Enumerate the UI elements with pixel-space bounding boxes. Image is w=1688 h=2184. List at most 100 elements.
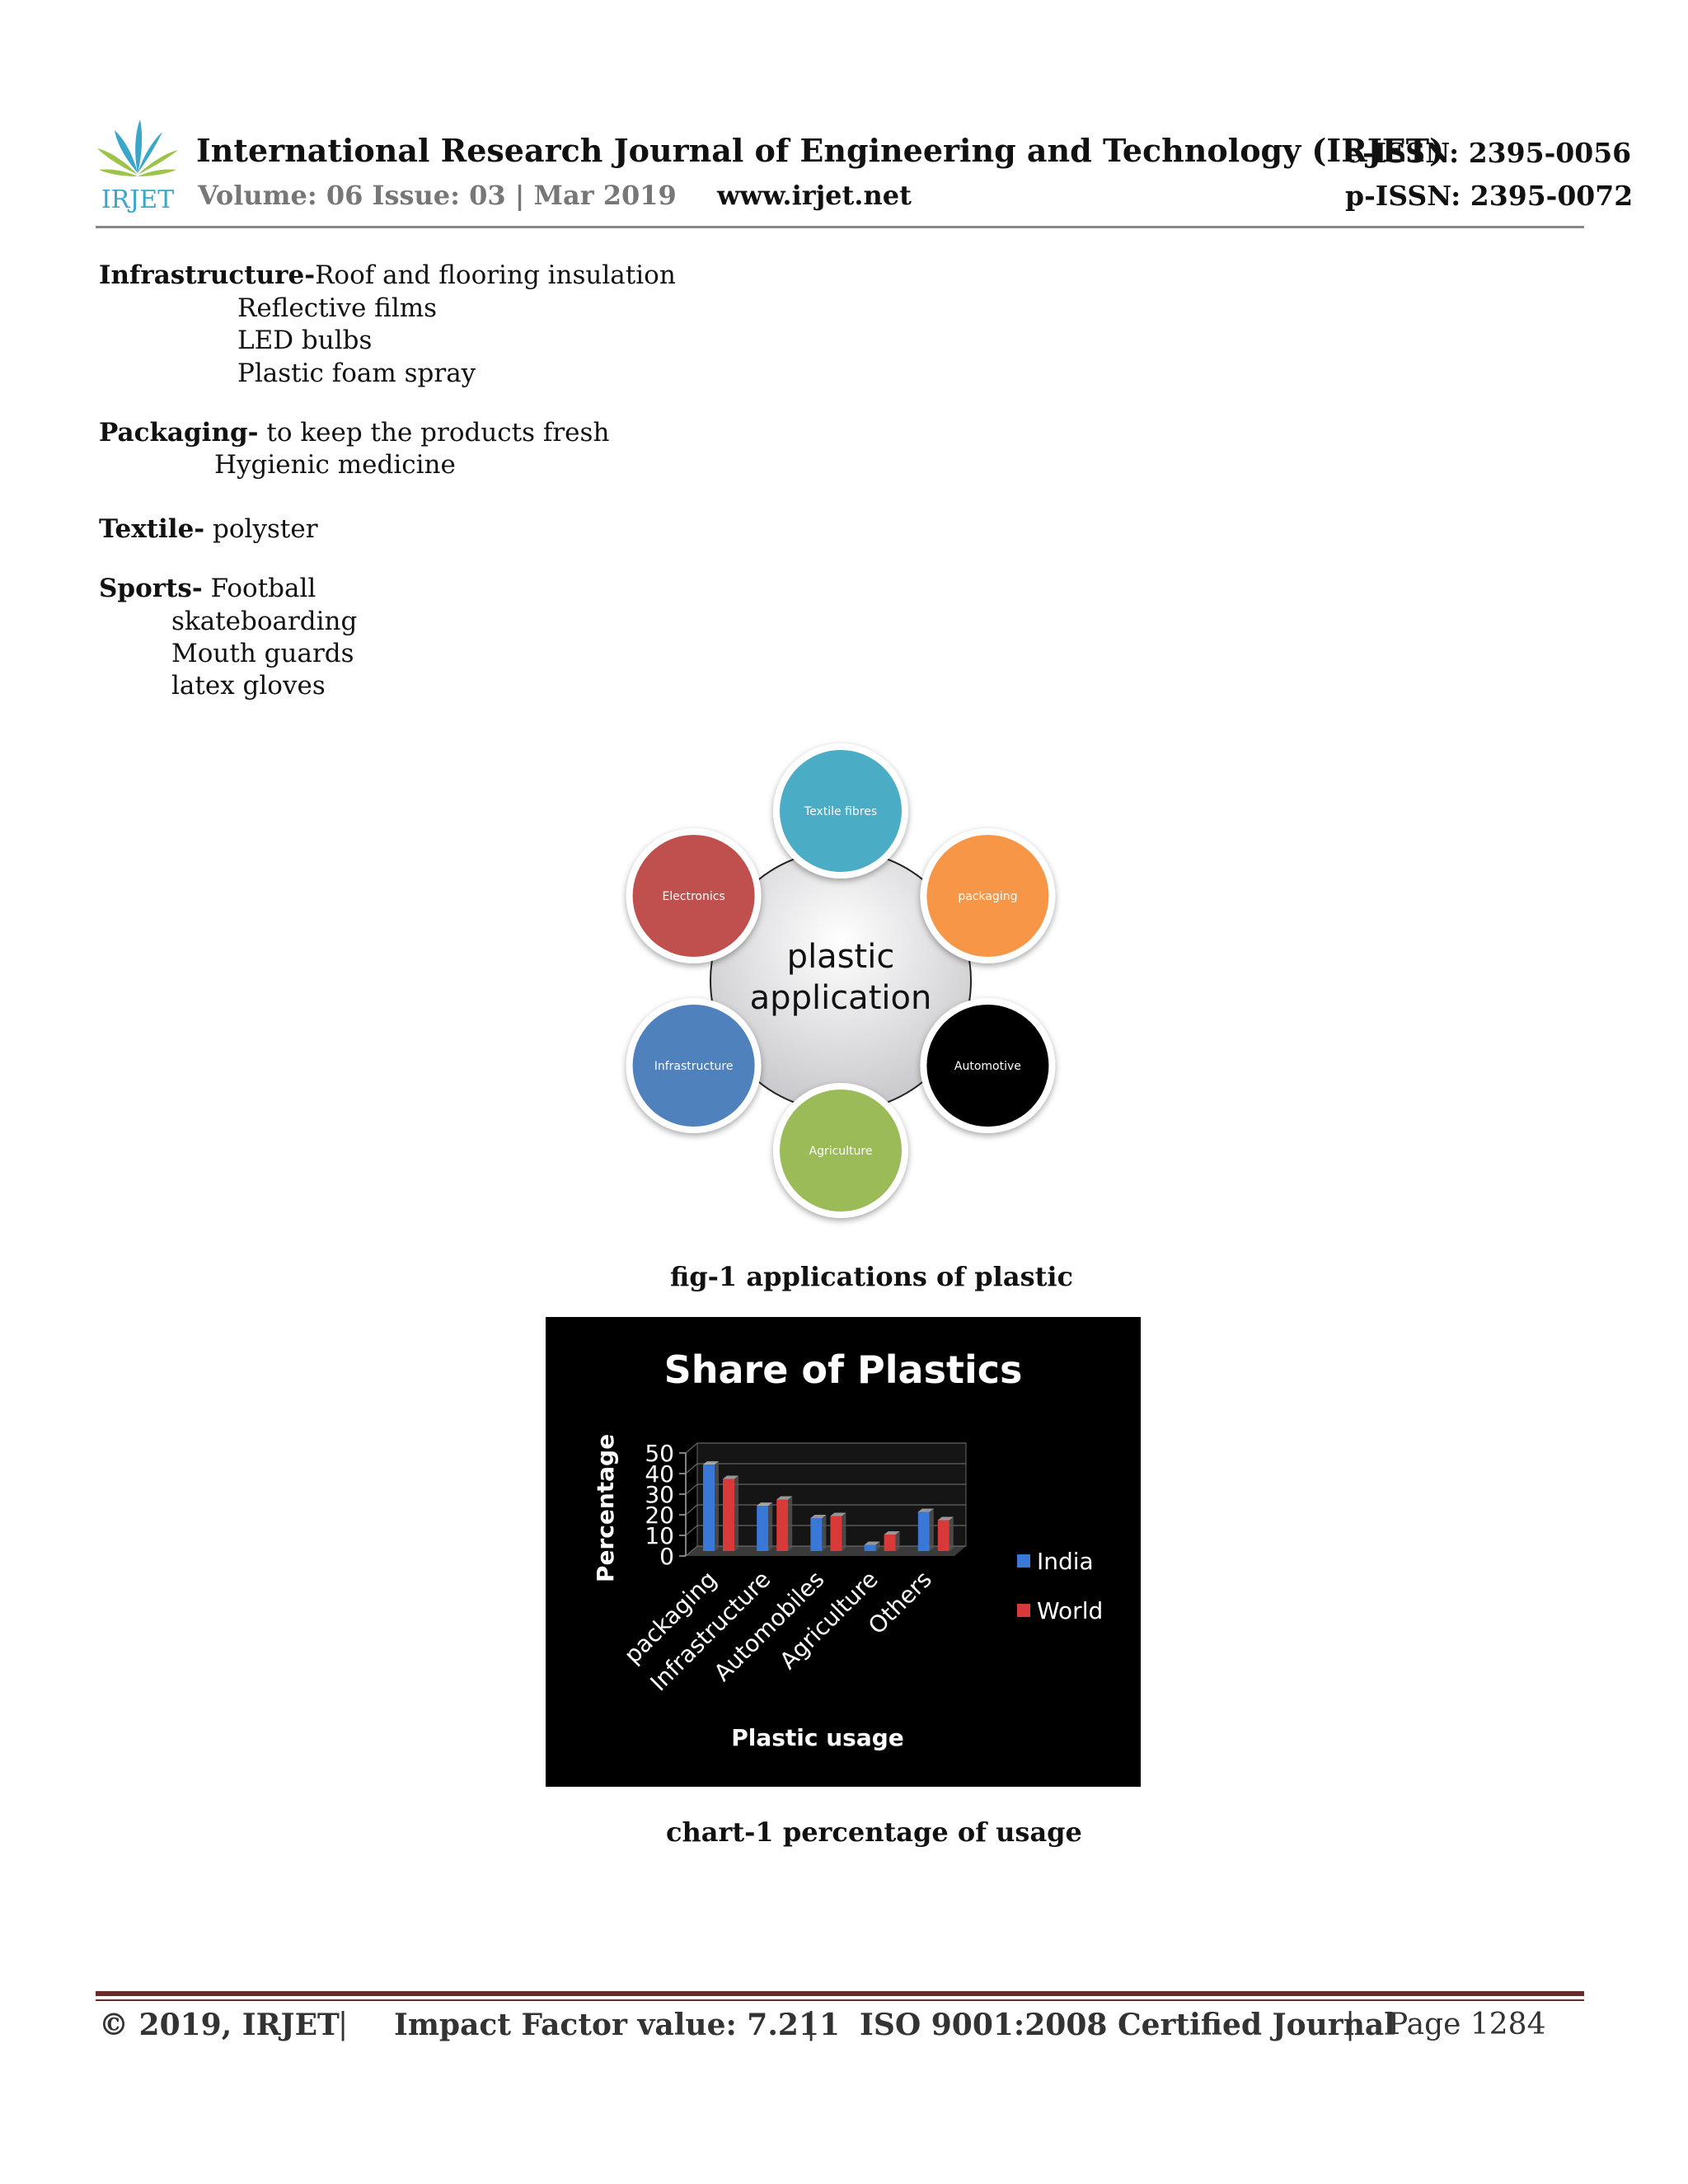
textile-line: Textile- polyster	[99, 514, 318, 544]
bar-front	[884, 1535, 896, 1551]
diagram-node-label: Agriculture	[809, 1145, 873, 1158]
infrastructure-item: Reflective films	[237, 293, 438, 323]
bar-side	[768, 1502, 773, 1551]
legend-label-india: India	[1037, 1548, 1094, 1575]
bar-side	[895, 1531, 900, 1551]
diagram-node-circle	[632, 835, 755, 957]
bar-front	[864, 1544, 876, 1551]
bar-top	[810, 1515, 827, 1518]
bar-world	[937, 1516, 954, 1551]
diagram-node-circle	[632, 1005, 755, 1127]
grid-line-depth	[685, 1545, 698, 1557]
journal-website-link[interactable]: www.irjet.net	[717, 180, 912, 211]
bar-top	[864, 1541, 880, 1545]
bar-top	[917, 1508, 934, 1512]
grid-line-depth	[685, 1442, 698, 1454]
x-axis-label: Plastic usage	[731, 1724, 904, 1751]
plastic-application-diagram: plastic application Textile fibres packag…	[626, 743, 1056, 1218]
bar-side	[788, 1496, 793, 1551]
volume-issue: Volume: 06 Issue: 03 | Mar 2019	[198, 180, 677, 211]
footer-separator: |	[338, 2008, 349, 2041]
infrastructure-label: Infrastructure-	[99, 260, 316, 290]
diagram-node: Agriculture	[773, 1083, 908, 1218]
bar-world	[884, 1531, 900, 1551]
diagram-node-circle	[926, 835, 1049, 957]
bar-side	[949, 1516, 954, 1551]
logo-text: IRJET	[101, 185, 174, 213]
grid-line-depth	[685, 1463, 698, 1474]
infrastructure-item: Plastic foam spray	[237, 359, 476, 388]
grid-line-depth	[685, 1525, 698, 1536]
bar-top	[937, 1516, 954, 1521]
packaging-item: Hygienic medicine	[214, 450, 456, 480]
diagram-node-label: packaging	[958, 890, 1017, 903]
footer-divider-thin	[96, 1999, 1584, 2001]
infrastructure-item: LED bulbs	[237, 326, 373, 355]
diagram-node-label: Electronics	[662, 890, 724, 903]
bar-india	[864, 1541, 880, 1551]
packaging-line: Packaging- to keep the products fresh	[99, 418, 609, 448]
y-axis-label: Percentage	[592, 1434, 619, 1582]
textile-label: Textile-	[99, 514, 205, 544]
bar-world	[830, 1512, 846, 1551]
sports-first: Football	[202, 574, 316, 603]
diagram-node: Infrastructure	[626, 998, 762, 1133]
y-tick-label: 30	[645, 1481, 674, 1508]
infrastructure-first: Roof and flooring insulation	[315, 260, 676, 290]
sports-item: skateboarding	[171, 607, 358, 636]
p-issn: p-ISSN: 2395-0072	[1345, 180, 1634, 212]
y-tick-label: 20	[645, 1502, 674, 1529]
diagram-center-label: plastic	[787, 938, 895, 976]
bar-world	[723, 1475, 738, 1551]
legend-label-world: World	[1037, 1597, 1103, 1624]
diagram-node: packaging	[920, 828, 1056, 963]
bar-world	[776, 1496, 793, 1551]
legend-swatch-india	[1017, 1554, 1030, 1568]
footer-impact-factor: Impact Factor value: 7.211	[394, 2008, 841, 2042]
grid-line-depth	[685, 1504, 698, 1516]
chart-canvas: Share of Plastics Percentage Plastic usa…	[592, 1347, 1103, 1751]
grid-line-depth	[685, 1483, 698, 1495]
diagram-center-label: application	[750, 979, 932, 1017]
sports-item: latex gloves	[171, 671, 326, 701]
bar-top	[757, 1502, 773, 1506]
bar-top	[723, 1475, 738, 1479]
bar-side	[875, 1541, 880, 1551]
footer-page-number: Page 1284	[1388, 2008, 1546, 2041]
diagram-node-label: Textile fibres	[804, 805, 877, 818]
packaging-label: Packaging-	[99, 418, 259, 448]
bar-front	[830, 1516, 842, 1551]
bar-india	[917, 1508, 934, 1551]
chart-caption: chart-1 percentage of usage	[666, 1816, 1082, 1848]
diagram-node: Textile fibres	[773, 743, 908, 879]
diagram-node-circle	[926, 1005, 1049, 1127]
diagram-node-label: Automotive	[954, 1060, 1021, 1073]
bar-side	[929, 1508, 934, 1551]
chart-title: Share of Plastics	[664, 1347, 1023, 1392]
diagram-node: Automotive	[920, 998, 1056, 1133]
sports-label: Sports-	[99, 574, 203, 603]
bar-top	[776, 1496, 793, 1500]
footer-divider	[96, 1991, 1584, 1996]
bar-front	[810, 1518, 823, 1551]
textile-first: polyster	[204, 514, 318, 544]
bar-top	[884, 1531, 900, 1535]
sports-line: Sports- Football	[99, 574, 316, 603]
bar-india	[810, 1515, 827, 1551]
bar-front	[703, 1465, 715, 1551]
y-tick-label: 40	[645, 1460, 674, 1488]
share-of-plastics-chart: Share of Plastics Percentage Plastic usa…	[546, 1317, 1141, 1787]
y-tick-label: 10	[645, 1522, 674, 1549]
footer-iso: ISO 9001:2008 Certified Journal	[860, 2008, 1395, 2042]
bar-side	[842, 1512, 846, 1551]
infrastructure-line: Infrastructure-Roof and flooring insulat…	[99, 260, 676, 290]
footer-separator: |	[1345, 2008, 1356, 2041]
sports-item: Mouth guards	[171, 639, 354, 668]
journal-title: International Research Journal of Engine…	[196, 132, 1444, 169]
footer-separator: |	[806, 2008, 817, 2041]
diagram-node: Electronics	[626, 828, 762, 963]
figure-caption: fig-1 applications of plastic	[670, 1261, 1073, 1292]
bar-side	[715, 1461, 719, 1551]
bar-front	[757, 1506, 769, 1551]
bar-front	[937, 1520, 950, 1551]
